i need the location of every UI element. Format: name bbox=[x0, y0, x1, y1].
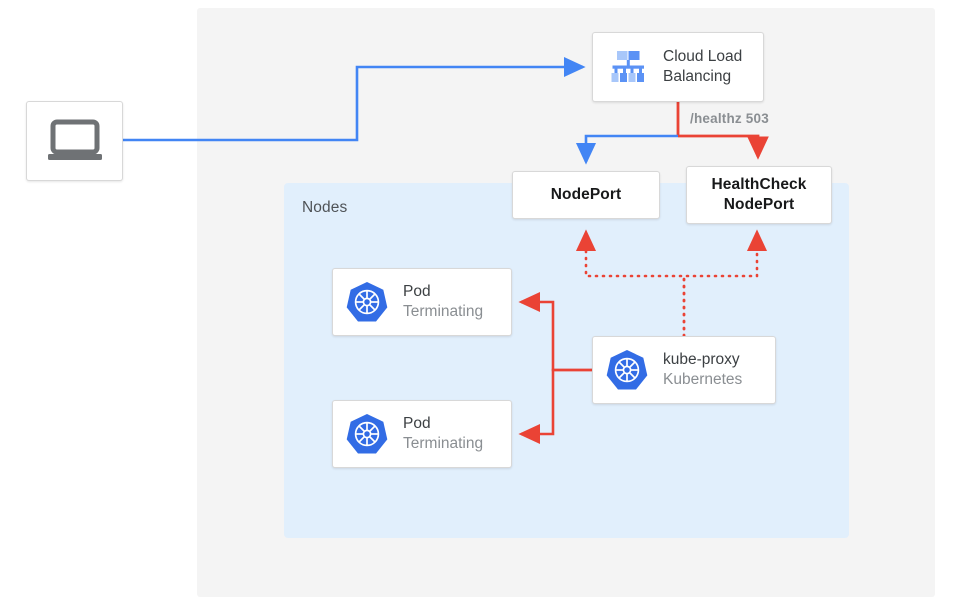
client-node[interactable] bbox=[26, 101, 123, 181]
healthcheck-nodeport-line-1: HealthCheck bbox=[711, 176, 807, 194]
healthcheck-nodeport-line-2: NodePort bbox=[723, 196, 795, 213]
pod-status: Terminating bbox=[403, 303, 484, 320]
kubernetes-icon bbox=[605, 348, 649, 392]
healthcheck-nodeport-node[interactable]: HealthCheck NodePort bbox=[686, 166, 832, 224]
cloud-load-balancing-label: Cloud Load Balancing bbox=[663, 47, 742, 88]
nodes-region-label: Nodes bbox=[302, 199, 348, 216]
healthz-edge-label: /healthz 503 bbox=[690, 111, 769, 126]
cloud-load-balancing-line-2: Balancing bbox=[663, 68, 732, 85]
pod-label: Pod Terminating bbox=[403, 282, 483, 323]
laptop-icon bbox=[46, 119, 104, 163]
pod-node[interactable]: Pod Terminating bbox=[332, 400, 512, 468]
nodeport-label: NodePort bbox=[550, 186, 622, 204]
kube-proxy-subtitle: Kubernetes bbox=[663, 371, 743, 388]
kube-proxy-node[interactable]: kube-proxy Kubernetes bbox=[592, 336, 776, 404]
nodeport-node[interactable]: NodePort bbox=[512, 171, 660, 219]
cloud-load-balancing-icon bbox=[607, 46, 649, 88]
kubernetes-icon bbox=[345, 280, 389, 324]
cloud-load-balancing-line-1: Cloud Load bbox=[663, 47, 743, 65]
pod-title: Pod bbox=[403, 414, 431, 432]
pod-node[interactable]: Pod Terminating bbox=[332, 268, 512, 336]
cloud-load-balancing-node[interactable]: Cloud Load Balancing bbox=[592, 32, 764, 102]
kubernetes-icon bbox=[345, 412, 389, 456]
kube-proxy-title: kube-proxy bbox=[663, 350, 740, 368]
kube-proxy-label: kube-proxy Kubernetes bbox=[663, 350, 742, 391]
pod-label: Pod Terminating bbox=[403, 414, 483, 455]
pod-title: Pod bbox=[403, 282, 431, 300]
healthcheck-nodeport-label: HealthCheck NodePort bbox=[712, 175, 807, 215]
pod-status: Terminating bbox=[403, 435, 484, 452]
